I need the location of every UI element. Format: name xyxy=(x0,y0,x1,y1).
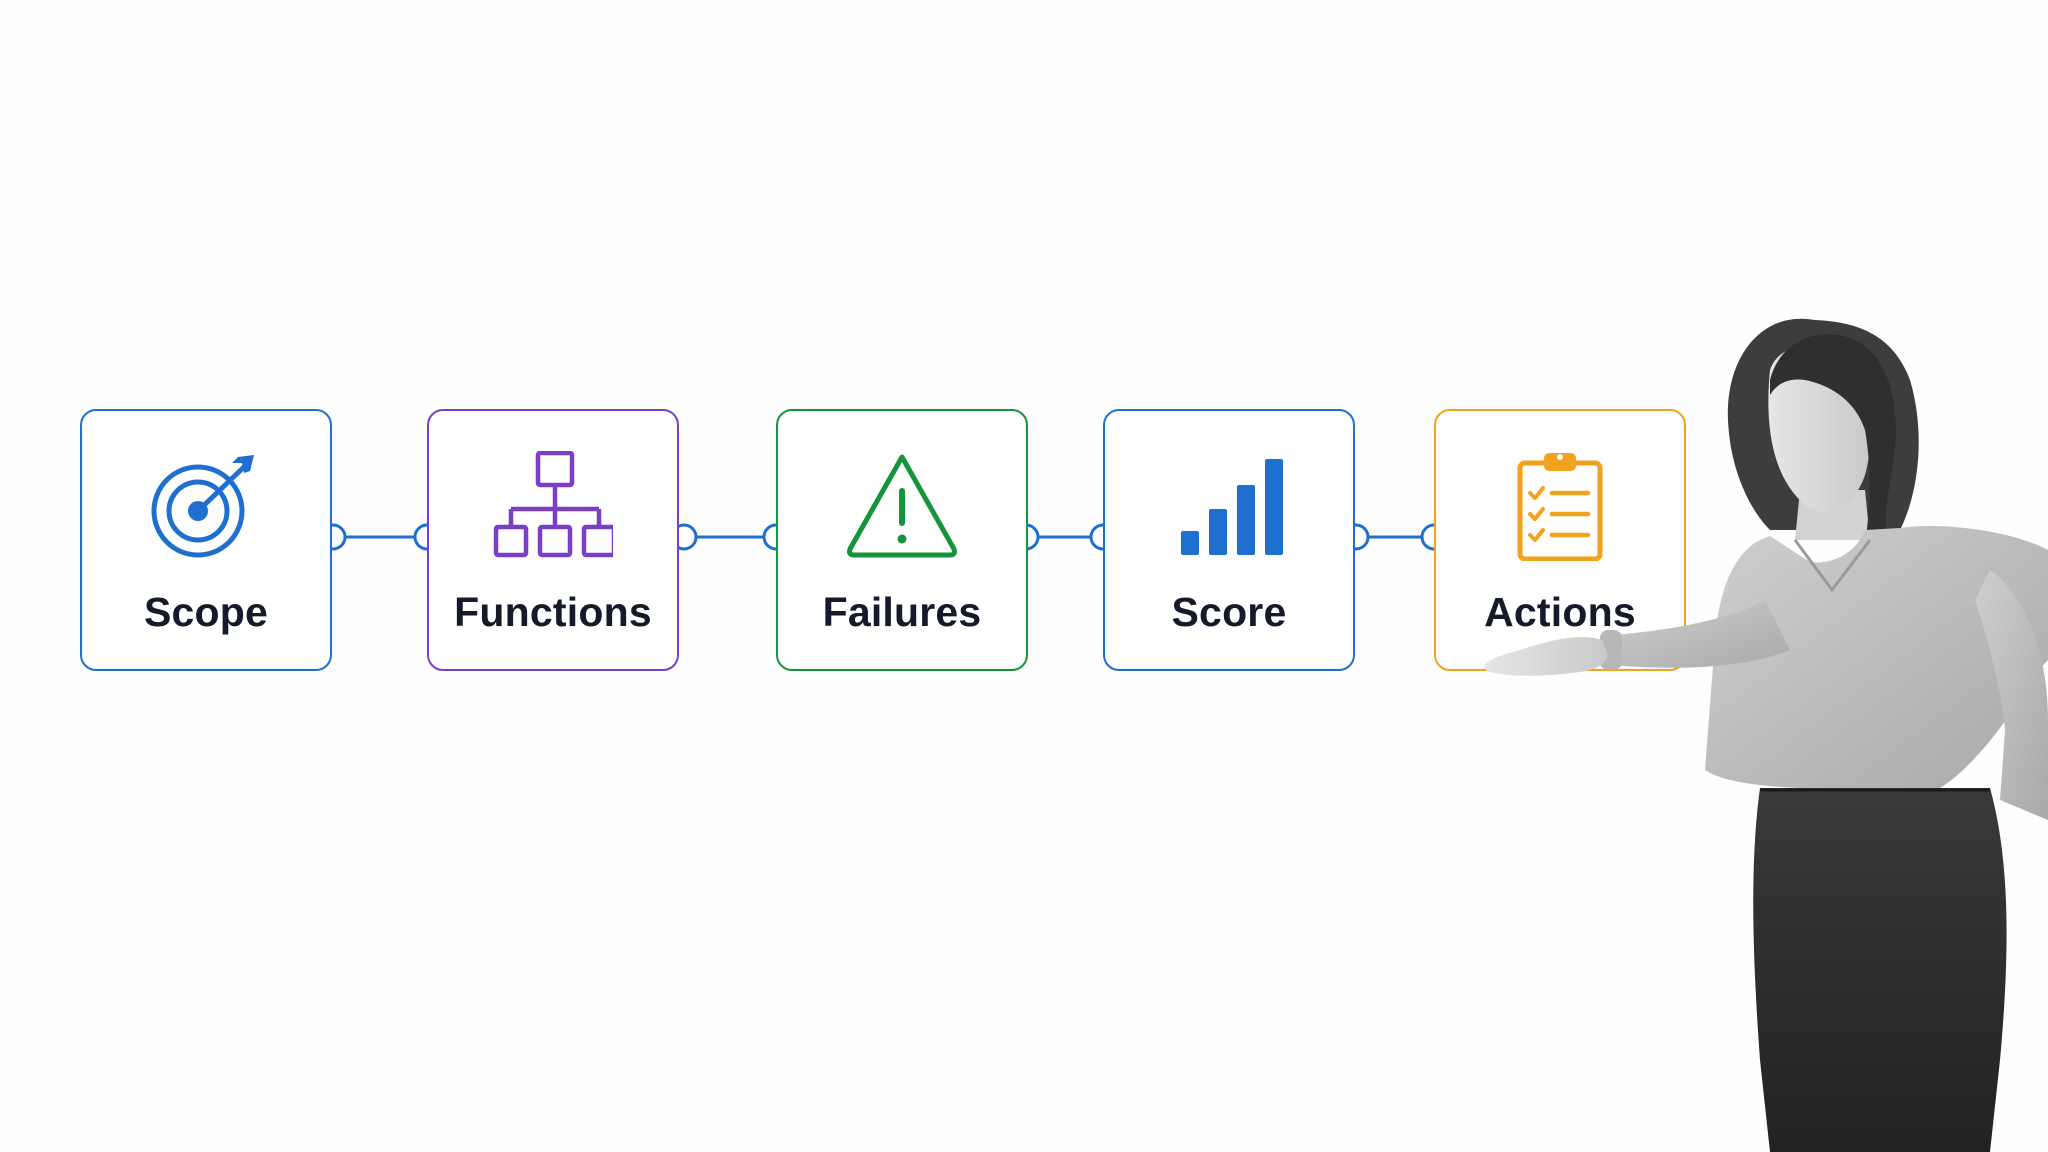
step-actions: Actions xyxy=(1434,409,1686,671)
step-label: Failures xyxy=(822,589,982,635)
step-label: Score xyxy=(1171,589,1287,635)
connector-2 xyxy=(670,523,790,551)
clipboard-checklist-icon xyxy=(1500,451,1620,561)
target-arrow-icon xyxy=(146,451,266,561)
step-label: Functions xyxy=(454,589,652,635)
step-functions: Functions xyxy=(427,409,679,671)
step-scope: Scope xyxy=(80,409,332,671)
warning-triangle-icon xyxy=(842,451,962,561)
connector-1 xyxy=(319,523,441,551)
step-failures: Failures xyxy=(776,409,1028,671)
presenter-figure xyxy=(1470,300,2048,1152)
connector-4 xyxy=(1342,523,1448,551)
connector-3 xyxy=(1012,523,1117,551)
step-score: Score xyxy=(1103,409,1355,671)
step-label: Scope xyxy=(143,589,269,635)
signal-bars-icon xyxy=(1169,451,1289,561)
step-label: Actions xyxy=(1484,589,1636,635)
hierarchy-icon xyxy=(493,451,613,561)
